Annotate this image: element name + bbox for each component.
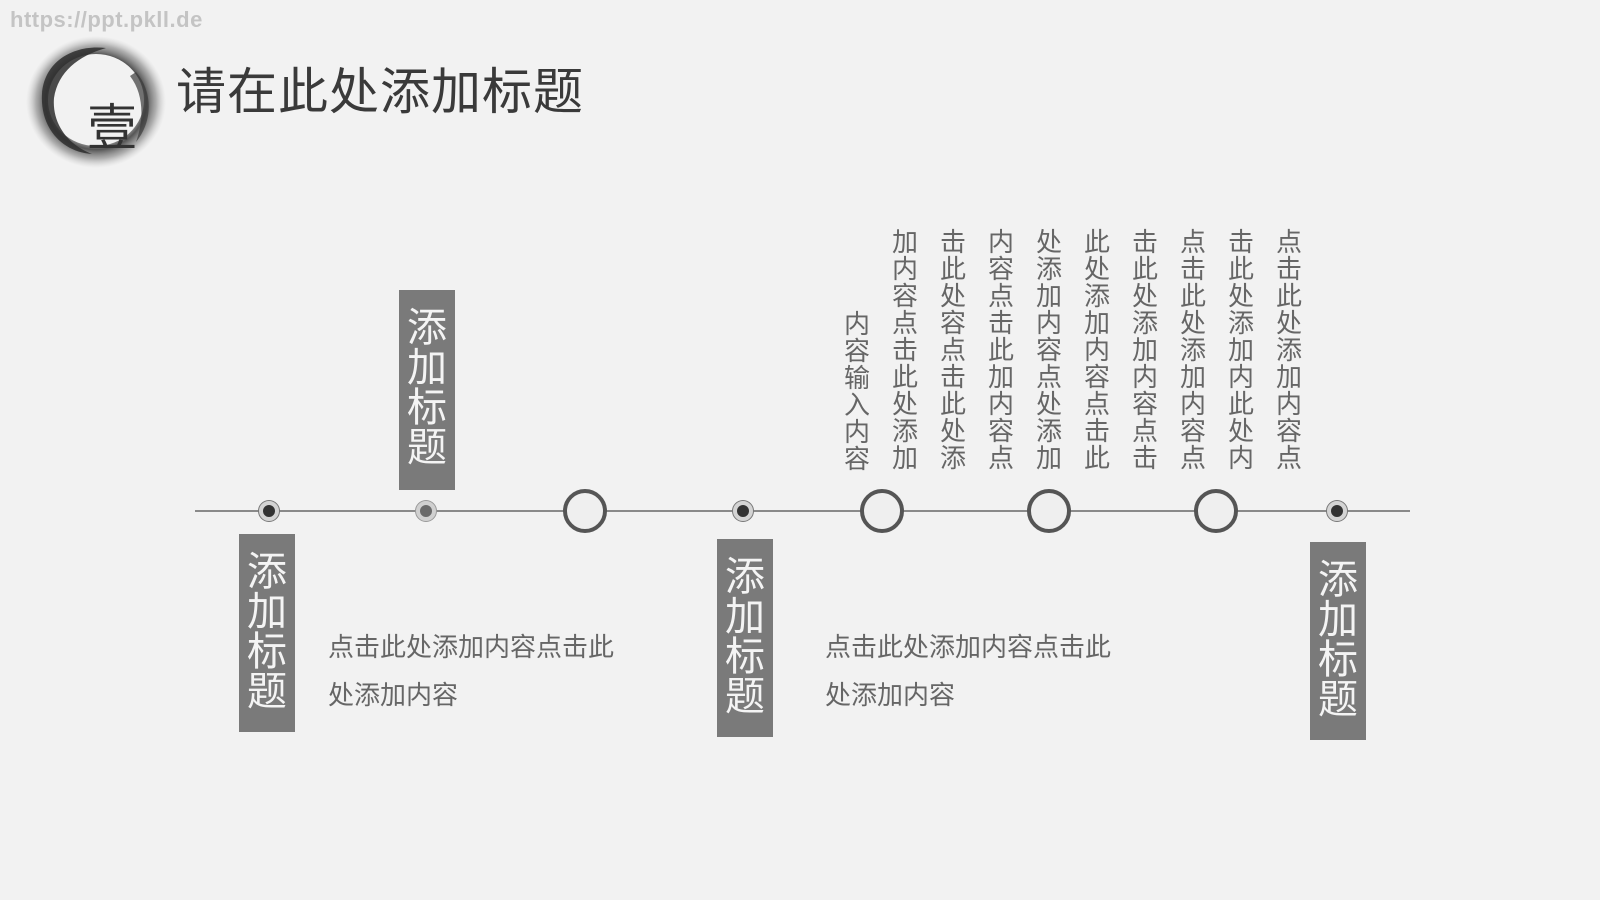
ink-circle-badge: 壹	[18, 32, 168, 172]
title-text: 添加标题	[1318, 557, 1358, 723]
vertical-text-column: 击此处添加内此处内	[1227, 228, 1254, 474]
watermark-url: https://ppt.pkll.de	[10, 7, 203, 32]
title-text: 添加标题	[725, 554, 765, 720]
timeline-dot	[733, 501, 753, 521]
vertical-text-column: 击此处添加内容点击	[1131, 228, 1158, 474]
vertical-text-column: 击此处容点击此处添	[939, 228, 966, 474]
timeline-description-1: 点击此处添加内容点击此处添加内容	[328, 633, 615, 711]
timeline-dot	[416, 501, 436, 521]
vertical-text-column: 此处添加内容点击此	[1083, 228, 1110, 474]
badge-number: 壹	[87, 99, 137, 157]
timeline-line	[195, 510, 1410, 512]
page-title: 请在此处添加标题	[176, 63, 584, 121]
timeline-ring	[1027, 489, 1071, 533]
timeline-ring	[860, 489, 904, 533]
vertical-text-column: 点击此处添加内容点	[1275, 228, 1302, 474]
timeline-description-2: 点击此处添加内容点击此处添加内容	[825, 633, 1112, 711]
timeline-title-box-4[interactable]: 添加标题	[1310, 542, 1366, 740]
timeline-title-box-3[interactable]: 添加标题	[717, 539, 773, 737]
vertical-text-column: 处添加内容点处添加	[1035, 228, 1062, 474]
timeline-ring	[1194, 489, 1238, 533]
timeline-title-box-1[interactable]: 添加标题	[239, 534, 295, 732]
ink-circle-icon	[26, 36, 166, 168]
vertical-text-column: 内容点击此加内容点	[987, 228, 1014, 474]
title-text: 添加标题	[407, 305, 447, 471]
vertical-text-column: 内容输入内容	[843, 310, 870, 475]
vertical-text-column: 点击此处添加内容点	[1179, 228, 1206, 474]
timeline-ring	[563, 489, 607, 533]
vertical-text-column: 加内容点击此处添加	[891, 228, 918, 474]
timeline-dot	[1327, 501, 1347, 521]
timeline-dot	[259, 501, 279, 521]
timeline-title-box-2[interactable]: 添加标题	[399, 290, 455, 490]
title-text: 添加标题	[247, 549, 287, 715]
